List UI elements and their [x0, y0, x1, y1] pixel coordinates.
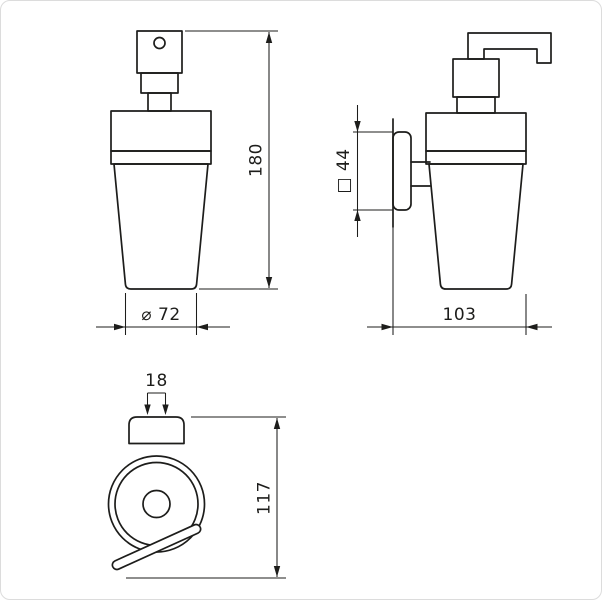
dim-side-rosette: □ 44: [334, 105, 393, 237]
dim-front-height: 180: [185, 30, 278, 290]
dim-mount-tab: 18: [144, 371, 169, 415]
arrowhead-down: [354, 121, 361, 132]
arrowhead-right: [114, 323, 126, 331]
arrowhead-up: [273, 418, 281, 429]
view-mount-front: [107, 416, 206, 571]
bottle-glass-side: [428, 163, 524, 290]
arrowhead-up: [354, 210, 361, 221]
mount-cover-tab: [128, 416, 185, 445]
dimension-label-front-diameter: ⌀ 72: [141, 305, 180, 325]
dimension-label-front-height: 180: [247, 143, 267, 177]
holder-arm-front: [111, 523, 202, 571]
bottle-band-side: [425, 150, 527, 165]
holder-arm-side: [410, 161, 431, 187]
pump-head-hole: [153, 36, 166, 50]
dimension-label-rosette: □ 44: [334, 148, 354, 193]
mount-hub-circle: [142, 489, 171, 519]
arrowhead-left: [526, 323, 538, 331]
bottle-shoulder-side: [425, 112, 527, 152]
arrowhead-down: [265, 277, 273, 288]
arrowhead-down: [273, 566, 281, 577]
view-dispenser-front: [110, 30, 212, 290]
arrowhead-down-right: [162, 404, 169, 415]
dimension-label-depth: 103: [443, 305, 477, 325]
dimension-label-mount-height: 117: [255, 481, 275, 515]
pump-head-side: [452, 58, 500, 98]
arrowhead-right: [381, 323, 393, 331]
dim-front-diameter: ⌀ 72: [96, 293, 230, 335]
arrowhead-left: [196, 323, 208, 331]
pump-spout-side: [467, 32, 552, 64]
bottle-shoulder-front: [110, 110, 212, 152]
bottle-band-front: [110, 150, 212, 165]
dim-mount-height: 117: [126, 416, 286, 579]
pump-collar-front: [140, 72, 179, 94]
arrowhead-down-left: [144, 404, 151, 415]
pump-collar-side: [456, 96, 496, 114]
wall-rosette-side: [392, 131, 412, 211]
view-dispenser-side: [392, 32, 552, 290]
bottle-glass-front: [113, 163, 209, 290]
arrowhead-up: [265, 32, 273, 43]
dim-side-depth: 103: [367, 227, 552, 335]
dimension-label-tab-width: 18: [145, 371, 168, 391]
pump-neck-front: [147, 92, 172, 112]
